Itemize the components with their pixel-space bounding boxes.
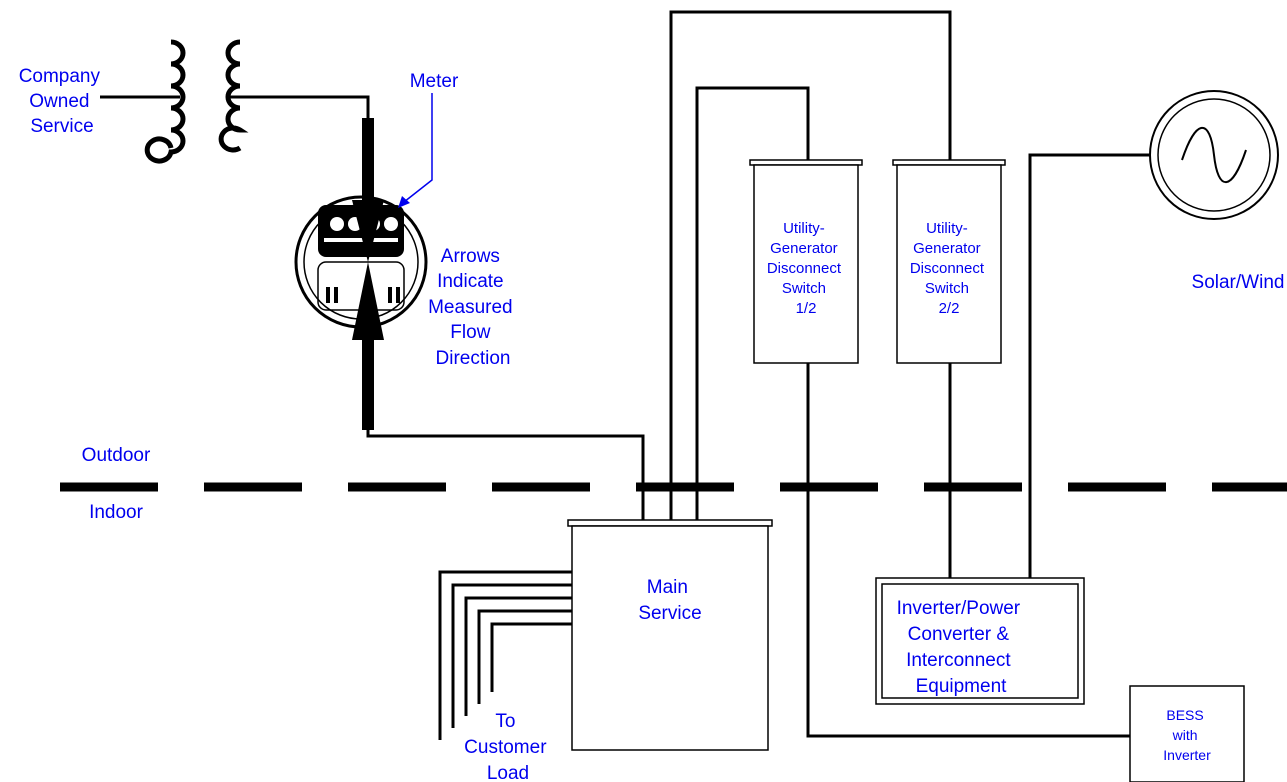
disconnect-switch-2 [892,159,1006,364]
labels: Company Owned Service Meter Arrows Indic… [19,66,1285,782]
inverter-label: Inverter/Power Converter & Interconnect … [897,598,1026,697]
solar-wind-generator-icon [1149,90,1279,220]
flow-arrows-icon [352,118,384,430]
main-to-disconnect1-wire [695,86,810,525]
meter-to-main-wire [366,430,645,525]
main-to-disconnect2-wire [669,10,952,525]
to-customer-load-label: To Customer Load [464,711,552,782]
disconnect1-to-bess-wire [806,362,1130,738]
solar-to-inverter-wire [1028,153,1150,578]
meter-label: Meter [410,71,459,92]
transformer-to-meter-wire [230,95,370,118]
disconnect-switch-1 [749,159,863,364]
transformer-icon [144,39,249,164]
load-feeder [477,609,572,704]
load-feeder [464,596,572,716]
wires [100,10,1150,740]
load-feeder [438,570,572,740]
inverter-equipment [875,577,1085,705]
load-feeder [451,583,572,728]
bess-unit [1129,685,1245,782]
main-service-label: Main Service [638,577,701,624]
outdoor-label: Outdoor [82,445,151,466]
company-owned-service-label: Company Owned Service [19,66,106,137]
disconnect-1-label: Utility- Generator Disconnect Switch 1/2 [767,220,845,317]
bess-label: BESS with Inverter [1163,707,1211,763]
indoor-label: Indoor [89,502,144,523]
load-feeder [490,622,572,692]
solar-wind-label: Solar/Wind [1192,272,1285,293]
main-service-panel [567,519,773,751]
disconnect-2-label: Utility- Generator Disconnect Switch 2/2 [910,220,988,317]
meter-icon [294,195,428,329]
arrows-note-label: Arrows Indicate Measured Flow Direction [428,246,518,369]
meter-callout-arrowhead [398,196,410,208]
meter-callout-line [403,93,433,203]
